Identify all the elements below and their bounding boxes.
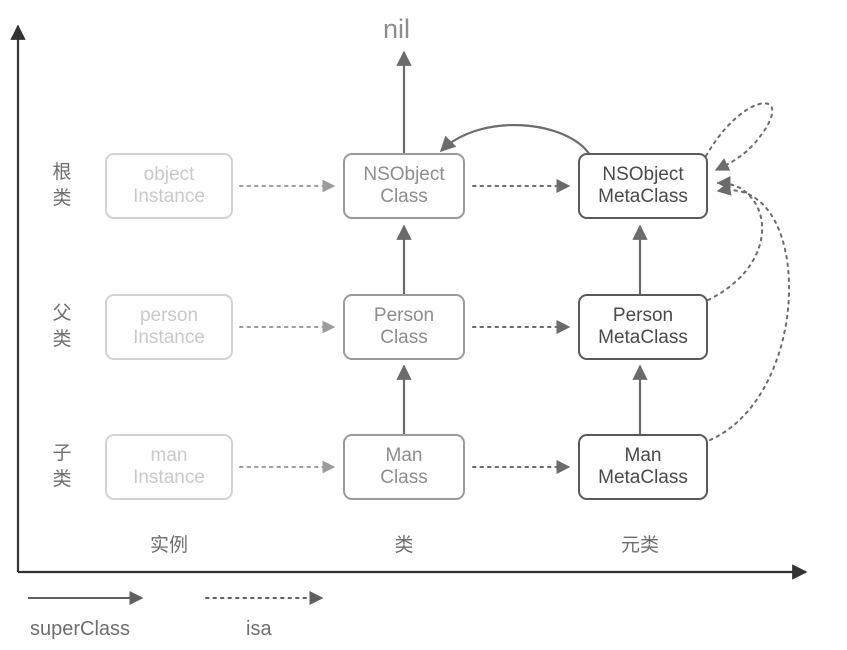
node-man-metaclass-line1: Man <box>624 444 662 466</box>
isa-arc-person-metaclass-to-nsobject-metaclass <box>707 176 764 301</box>
node-object-instance[interactable]: object Instance <box>105 153 233 219</box>
superclass-arc-nsobject-metaclass-to-nsobject-class <box>439 124 591 156</box>
legend-label-superclass: superClass <box>30 618 131 640</box>
node-person-instance-line1: person <box>139 304 199 326</box>
isa-arc-man-metaclass-to-nsobject-metaclass <box>709 181 791 441</box>
node-man-metaclass-line2: MetaClass <box>598 467 688 488</box>
node-nsobject-metaclass-line2: MetaClass <box>598 186 688 207</box>
node-nsobject-metaclass[interactable]: NSObject MetaClass <box>578 153 708 219</box>
node-person-metaclass-line2: MetaClass <box>598 327 688 348</box>
legend-label-isa: isa <box>246 618 272 640</box>
x-tick-instance: 实例 <box>149 535 188 556</box>
node-person-class-line1: Person <box>373 304 435 326</box>
node-man-instance-line2: Instance <box>133 467 205 488</box>
y-tick-root-class: 根类 <box>52 162 72 209</box>
node-man-class-line2: Class <box>380 467 428 488</box>
node-nsobject-class-line1: NSObject <box>363 163 445 185</box>
y-tick-parent-class: 父类 <box>52 303 72 350</box>
node-nsobject-class-line2: Class <box>380 186 428 207</box>
node-man-instance[interactable]: man Instance <box>105 434 233 500</box>
node-person-class-line2: Class <box>380 327 428 348</box>
node-person-metaclass[interactable]: Person MetaClass <box>578 294 708 360</box>
node-nsobject-class[interactable]: NSObject Class <box>343 153 465 219</box>
node-person-instance-line2: Instance <box>133 327 205 348</box>
nil-label: nil <box>383 14 411 44</box>
node-man-class[interactable]: Man Class <box>343 434 465 500</box>
node-person-instance[interactable]: person Instance <box>105 294 233 360</box>
node-man-class-line1: Man <box>385 444 423 466</box>
node-person-class[interactable]: Person Class <box>343 294 465 360</box>
node-man-instance-line1: man <box>150 444 188 466</box>
node-nsobject-metaclass-line1: NSObject <box>602 163 684 185</box>
node-person-metaclass-line1: Person <box>612 304 674 326</box>
node-object-instance-line2: Instance <box>133 186 205 207</box>
x-tick-class: 类 <box>394 535 414 556</box>
x-tick-metaclass: 元类 <box>620 535 659 556</box>
node-man-metaclass[interactable]: Man MetaClass <box>578 434 708 500</box>
node-object-instance-line1: object <box>143 163 195 185</box>
isa-selfloop-nsobject-metaclass <box>705 102 774 171</box>
y-tick-sub-class: 子类 <box>52 443 72 490</box>
